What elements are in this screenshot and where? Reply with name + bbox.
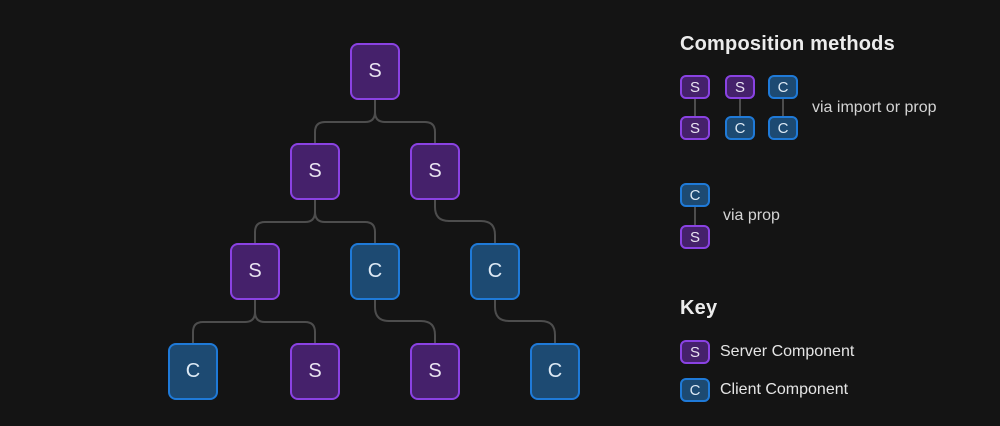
legend-node-server: S — [680, 225, 710, 249]
connector-edge — [254, 300, 316, 343]
tree-node-server: S — [230, 243, 280, 300]
tree-node-server: S — [410, 343, 460, 400]
key-node-client: C — [680, 378, 710, 402]
tree-node-client: C — [350, 243, 400, 300]
via-prop-caption: via prop — [723, 207, 780, 224]
legend-node-client: C — [768, 116, 798, 140]
tree-node-server: S — [350, 43, 400, 100]
tree-node-server: S — [410, 143, 460, 200]
tree-node-server: S — [290, 143, 340, 200]
tree-node-client: C — [470, 243, 520, 300]
legend-node-client: C — [725, 116, 755, 140]
connector-edge — [374, 100, 436, 143]
legend-node-server: S — [680, 75, 710, 99]
connector-edge — [314, 200, 376, 243]
connector-edge — [494, 300, 556, 343]
legend-node-client: C — [680, 183, 710, 207]
key-label-client: Client Component — [720, 381, 849, 398]
connector-edge — [192, 300, 256, 343]
tree-node-client: C — [168, 343, 218, 400]
key-node-server: S — [680, 340, 710, 364]
tree-node-server: S — [290, 343, 340, 400]
key-heading: Key — [680, 297, 718, 319]
legend-node-client: C — [768, 75, 798, 99]
legend-node-server: S — [680, 116, 710, 140]
connector-edge — [374, 300, 436, 343]
tree-node-client: C — [530, 343, 580, 400]
key-label-server: Server Component — [720, 343, 855, 360]
legend-node-server: S — [725, 75, 755, 99]
via-import-or-prop-caption: via import or prop — [812, 99, 937, 116]
composition-methods-heading: Composition methods — [680, 33, 895, 55]
connector-edge — [254, 200, 316, 243]
connector-edge — [434, 200, 496, 243]
connector-edge — [314, 100, 376, 143]
